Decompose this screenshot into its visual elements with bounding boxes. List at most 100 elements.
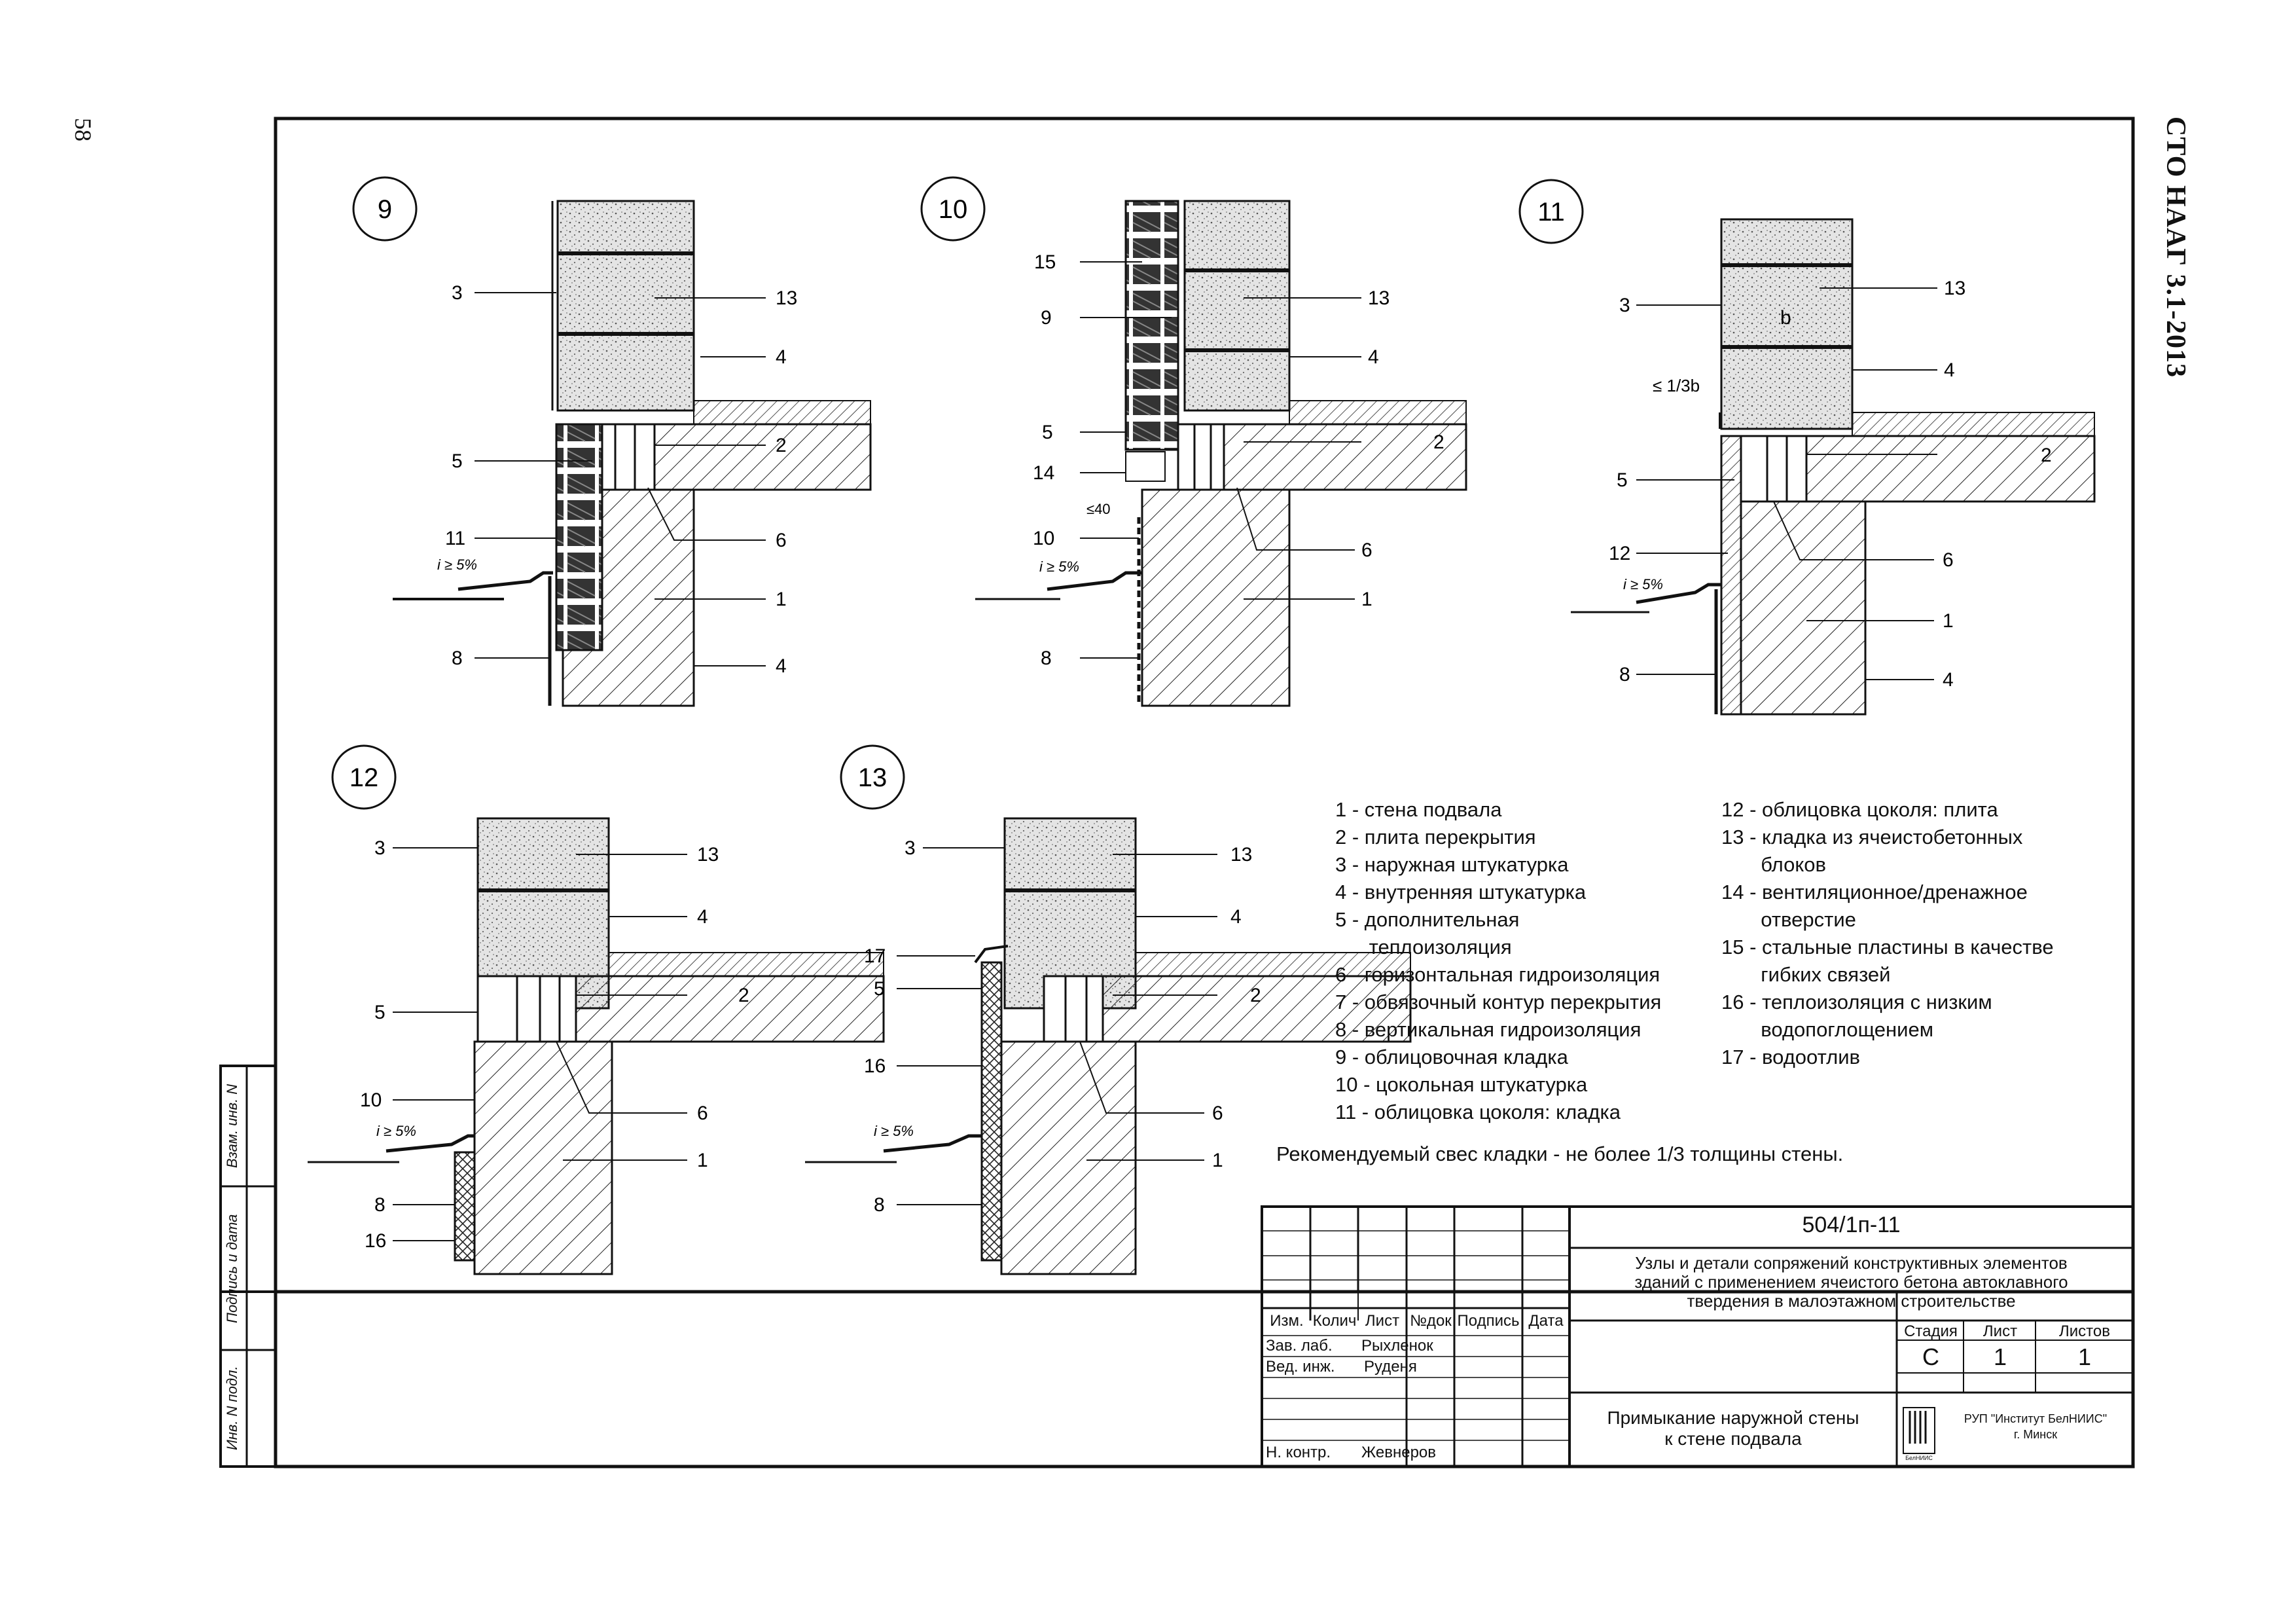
detail-9-slope: i ≥ 5% xyxy=(437,556,477,573)
detail-13-callout-5: 5 xyxy=(874,978,885,1000)
detail-11-callout-3: 3 xyxy=(1619,295,1630,316)
tb-sheet-value: 1 xyxy=(1993,1343,2007,1370)
detail-10-callout-4: 4 xyxy=(1368,346,1379,368)
detail-9-number: 9 xyxy=(378,195,392,224)
detail-13-callout-4: 4 xyxy=(1230,906,1242,928)
detail-9-callout-4b: 4 xyxy=(776,655,787,677)
legend-item: 11 - облицовка цоколя: кладка xyxy=(1335,1101,1621,1123)
detail-12-number: 12 xyxy=(350,763,379,792)
side-stamp-label-1: Взам. инв. N xyxy=(224,1084,240,1169)
detail-10-callout-8: 8 xyxy=(1041,647,1052,669)
detail-9-callout-1: 1 xyxy=(776,589,787,610)
detail-10-slope: i ≥ 5% xyxy=(1039,558,1079,575)
detail-11-callout-12: 12 xyxy=(1609,543,1630,564)
detail-13-callout-17: 17 xyxy=(864,945,886,967)
detail-12-callout-3: 3 xyxy=(374,837,386,859)
detail-9-callout-5: 5 xyxy=(452,450,463,472)
legend-item: 1 - стена подвала xyxy=(1335,798,1502,821)
detail-13-callout-3: 3 xyxy=(905,837,916,859)
detail-13-badge xyxy=(840,744,905,810)
detail-13-slope: i ≥ 5% xyxy=(874,1123,914,1139)
tb-sheet-header: Лист xyxy=(1982,1322,2018,1340)
detail-11-callout-5: 5 xyxy=(1617,469,1628,491)
detail-10-callout-1: 1 xyxy=(1361,589,1372,610)
detail-11: i ≥ 5% 3 13 b 4 ≤ 1/3b 2 5 12 6 1 8 4 xyxy=(1518,179,2096,716)
legend-item: 3 - наружная штукатурка xyxy=(1335,853,1569,876)
detail-11-callout-6: 6 xyxy=(1943,549,1954,571)
detail-9-callout-8: 8 xyxy=(452,647,463,669)
detail-12-callout-6: 6 xyxy=(697,1103,708,1124)
detail-11-callout-4a: 4 xyxy=(1944,359,1955,381)
tb-role-3: Н. контр. xyxy=(1266,1444,1331,1461)
detail-11-badge xyxy=(1518,179,1584,244)
detail-11-slope: i ≥ 5% xyxy=(1623,576,1663,593)
tb-stage-header: Стадия xyxy=(1904,1322,1958,1340)
detail-12-callout-13: 13 xyxy=(697,844,719,866)
detail-9-callout-2: 2 xyxy=(776,435,787,456)
detail-13-callout-16: 16 xyxy=(864,1055,886,1077)
detail-12-callout-16: 16 xyxy=(365,1230,386,1252)
legend-item: 2 - плита перекрытия xyxy=(1335,826,1536,848)
standard-code: СТО НААГ 3.1-2013 xyxy=(2161,117,2191,378)
tb-name-1: Рыхленок xyxy=(1361,1337,1433,1355)
tb-logo-text: БелНИИС xyxy=(1905,1455,1933,1461)
detail-12-slope: i ≥ 5% xyxy=(376,1123,416,1139)
org-logo xyxy=(1903,1407,1935,1454)
detail-13-callout-13: 13 xyxy=(1230,844,1252,866)
tb-organization: РУП "Институт БелНИИС" г. Минск xyxy=(1964,1412,2108,1441)
detail-11-callout-ratio: ≤ 1/3b xyxy=(1653,376,1700,395)
tb-sheets-header: Листов xyxy=(2059,1322,2110,1340)
detail-10-callout-10: 10 xyxy=(1033,528,1054,549)
detail-10-callout-15: 15 xyxy=(1034,251,1056,273)
detail-12-callout-5: 5 xyxy=(374,1002,386,1023)
detail-11-number: 11 xyxy=(1537,198,1565,227)
detail-13: i ≥ 5% 3 13 4 17 5 2 16 6 1 8 xyxy=(805,744,1412,1275)
side-stamp-label-2: Подпись и дата xyxy=(224,1214,240,1323)
detail-10-number: 10 xyxy=(939,195,968,224)
legend-item: 7 - обвязочный контур перекрытия xyxy=(1335,991,1662,1013)
tb-role-1: Зав. лаб. xyxy=(1266,1337,1333,1355)
detail-10-callout-2: 2 xyxy=(1433,431,1444,453)
tb-sheets-value: 1 xyxy=(2077,1343,2092,1370)
detail-10: i ≥ 5% 15 9 13 4 5 2 14 ≤40 10 6 1 8 xyxy=(920,176,1467,707)
legend-item: 6 - горизонтальная гидроизоляция xyxy=(1335,963,1660,986)
detail-9-callout-11: 11 xyxy=(445,528,465,549)
legend-item: гибких связей xyxy=(1721,963,1891,986)
detail-12-callout-2: 2 xyxy=(738,985,749,1006)
detail-12: i ≥ 5% 3 13 4 5 2 10 6 1 8 16 xyxy=(308,744,885,1275)
detail-12-callout-10: 10 xyxy=(360,1089,382,1111)
detail-9-callout-4a: 4 xyxy=(776,346,787,368)
detail-12-callout-4: 4 xyxy=(697,906,708,928)
tb-header-data: Дата xyxy=(1528,1312,1564,1330)
legend-item: 8 - вертикальная гидроизоляция xyxy=(1335,1018,1641,1041)
detail-12-callout-8: 8 xyxy=(374,1194,386,1216)
title-block-description: Узлы и детали сопряжений конструктивных … xyxy=(1634,1253,2068,1311)
detail-11-callout-b: b xyxy=(1780,307,1791,329)
detail-9-callout-3: 3 xyxy=(452,282,463,304)
legend-item: водопоглощением xyxy=(1721,1018,1934,1041)
title-block-code: 504/1п-11 xyxy=(1802,1213,1901,1237)
legend-left: 1 - стена подвала 2 - плита перекрытия 3… xyxy=(1335,796,1661,1126)
tb-name-2: Руденя xyxy=(1364,1358,1417,1376)
detail-9-badge xyxy=(352,176,418,242)
legend-item: 9 - облицовочная кладка xyxy=(1335,1046,1568,1068)
tb-name-3: Жевнеров xyxy=(1361,1444,1437,1461)
detail-11-callout-13: 13 xyxy=(1944,278,1965,299)
detail-11-callout-4b: 4 xyxy=(1943,669,1954,691)
legend-item: 4 - внутренняя штукатурка xyxy=(1335,881,1587,903)
tb-header-list: Лист xyxy=(1365,1312,1400,1330)
legend-item: 16 - теплоизоляция с низким xyxy=(1721,991,1992,1013)
detail-10-callout-5: 5 xyxy=(1042,422,1053,443)
detail-13-callout-8: 8 xyxy=(874,1194,885,1216)
detail-11-callout-1: 1 xyxy=(1943,610,1954,632)
legend-item: 17 - водоотлив xyxy=(1721,1046,1860,1068)
tb-sheet-title: Примыкание наружной стены к стене подвал… xyxy=(1607,1408,1859,1449)
side-stamp-label-3: Инв. N подл. xyxy=(224,1366,240,1451)
note-text: Рекомендуемый свес кладки - не более 1/3… xyxy=(1276,1142,1844,1165)
tb-stage-value: С xyxy=(1922,1343,1939,1370)
legend-item: 14 - вентиляционное/дренажное xyxy=(1721,881,2028,903)
tb-header-ndok: №док xyxy=(1410,1312,1452,1330)
detail-12-badge xyxy=(331,744,397,810)
